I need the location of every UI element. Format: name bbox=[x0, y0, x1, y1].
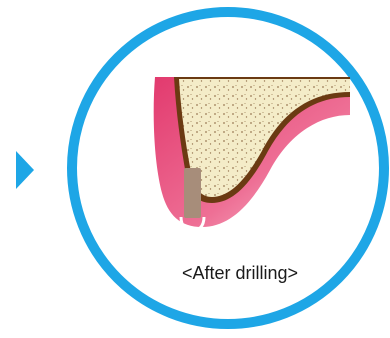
drilling-site-illustration bbox=[150, 75, 350, 240]
play-arrow-icon bbox=[16, 151, 34, 189]
caption-text: <After drilling> bbox=[160, 263, 320, 284]
implant-drill-site bbox=[184, 168, 201, 218]
